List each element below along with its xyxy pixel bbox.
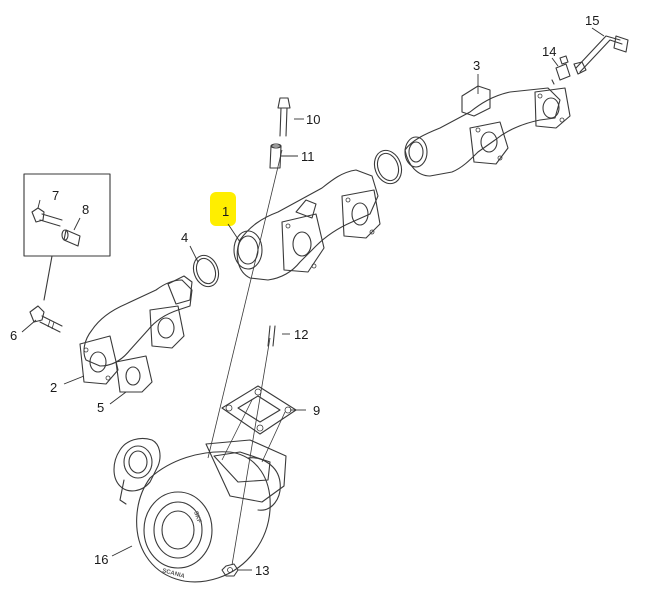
- sensor-pipe[interactable]: [573, 35, 629, 75]
- flange-gasket[interactable]: [115, 355, 153, 393]
- callout-7[interactable]: 7: [52, 188, 59, 203]
- turbocharger[interactable]: SCANIA SKF: [113, 437, 287, 583]
- manifold-stud[interactable]: [29, 305, 63, 333]
- callout-6[interactable]: 6: [10, 328, 17, 343]
- manifold-front-section[interactable]: [79, 275, 193, 385]
- turbo-gasket[interactable]: [221, 385, 297, 435]
- turbo-spacer[interactable]: [269, 143, 282, 169]
- callout-labels: 1 2 3 4 5 6 7 8 9 10 11 12 13 14 15 16: [10, 13, 599, 578]
- callout-8[interactable]: 8: [82, 202, 89, 217]
- turbo-bolt[interactable]: [277, 97, 291, 137]
- callout-4[interactable]: 4: [181, 230, 188, 245]
- callout-1-highlight: [210, 192, 236, 226]
- inset-box: [23, 173, 111, 301]
- callout-1[interactable]: 1: [222, 204, 229, 219]
- callout-15[interactable]: 15: [585, 13, 599, 28]
- manifold-rear-section[interactable]: [404, 85, 571, 177]
- turbo-code-stamp: SKF: [192, 511, 202, 525]
- callout-14[interactable]: 14: [542, 44, 556, 59]
- callout-13[interactable]: 13: [255, 563, 269, 578]
- sensor-union-fitting[interactable]: [551, 55, 571, 85]
- turbo-nut[interactable]: [221, 563, 239, 577]
- leader-lines: [21, 27, 605, 571]
- inset-spacer-sleeve[interactable]: [61, 229, 81, 247]
- callout-12[interactable]: 12: [294, 327, 308, 342]
- manifold-centre-section[interactable]: [233, 169, 381, 281]
- callout-9[interactable]: 9: [313, 403, 320, 418]
- callout-16[interactable]: 16: [94, 552, 108, 567]
- turbo-brand-stamp: SCANIA: [161, 568, 185, 580]
- callout-3[interactable]: 3: [473, 58, 480, 73]
- callout-5[interactable]: 5: [97, 400, 104, 415]
- callout-10[interactable]: 10: [306, 112, 320, 127]
- inset-bolt[interactable]: [31, 207, 63, 227]
- callout-11[interactable]: 11: [301, 149, 315, 164]
- seal-ring-front[interactable]: [189, 252, 222, 290]
- assembly-axis-lines: [207, 149, 286, 566]
- callout-2[interactable]: 2: [50, 380, 57, 395]
- seal-ring-rear[interactable]: [370, 147, 406, 188]
- turbo-stud[interactable]: [267, 325, 276, 347]
